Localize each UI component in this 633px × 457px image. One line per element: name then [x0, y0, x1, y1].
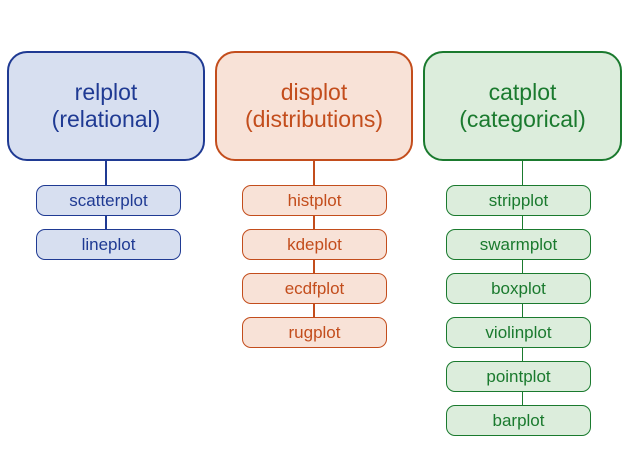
child-box-label: kdeplot: [287, 234, 342, 254]
connector-child-link: [521, 348, 524, 361]
child-box-label: boxplot: [491, 278, 546, 298]
child-box-label: lineplot: [81, 234, 136, 254]
child-box-pointplot[interactable]: pointplot: [446, 361, 591, 392]
child-box-label: swarmplot: [479, 234, 558, 254]
child-box-label: violinplot: [485, 322, 552, 342]
child-box-label: rugplot: [288, 322, 341, 342]
connector-child-link: [521, 260, 524, 273]
child-box-barplot[interactable]: barplot: [446, 405, 591, 436]
connector-child-link: [521, 392, 524, 405]
connector-child-link: [313, 260, 315, 273]
child-box-swarmplot[interactable]: swarmplot: [446, 229, 591, 260]
child-box-lineplot[interactable]: lineplot: [36, 229, 181, 260]
parent-box-displot[interactable]: displot (distributions): [215, 51, 413, 161]
child-box-label: scatterplot: [69, 190, 148, 210]
child-box-label: barplot: [492, 410, 545, 430]
child-box-histplot[interactable]: histplot: [242, 185, 387, 216]
connector-child-link: [313, 304, 315, 317]
child-box-violinplot[interactable]: violinplot: [446, 317, 591, 348]
connector-child-link: [521, 304, 524, 317]
child-box-stripplot[interactable]: stripplot: [446, 185, 591, 216]
connector-parent-to-first-child: [521, 161, 524, 185]
child-box-label: ecdfplot: [284, 278, 345, 298]
child-box-scatterplot[interactable]: scatterplot: [36, 185, 181, 216]
child-box-ecdfplot[interactable]: ecdfplot: [242, 273, 387, 304]
connector-parent-to-first-child: [105, 161, 107, 185]
parent-box-relplot[interactable]: relplot (relational): [7, 51, 205, 161]
connector-child-link: [313, 216, 315, 229]
child-box-boxplot[interactable]: boxplot: [446, 273, 591, 304]
connector-child-link: [521, 216, 524, 229]
parent-box-label: displot (distributions): [244, 79, 384, 132]
child-box-label: stripplot: [488, 190, 549, 210]
connector-parent-to-first-child: [313, 161, 315, 185]
parent-box-catplot[interactable]: catplot (categorical): [423, 51, 622, 161]
child-box-label: histplot: [287, 190, 342, 210]
parent-box-label: relplot (relational): [51, 79, 161, 132]
parent-box-label: catplot (categorical): [459, 79, 586, 132]
connector-child-link: [105, 216, 107, 229]
child-box-kdeplot[interactable]: kdeplot: [242, 229, 387, 260]
child-box-label: pointplot: [486, 366, 551, 386]
child-box-rugplot[interactable]: rugplot: [242, 317, 387, 348]
